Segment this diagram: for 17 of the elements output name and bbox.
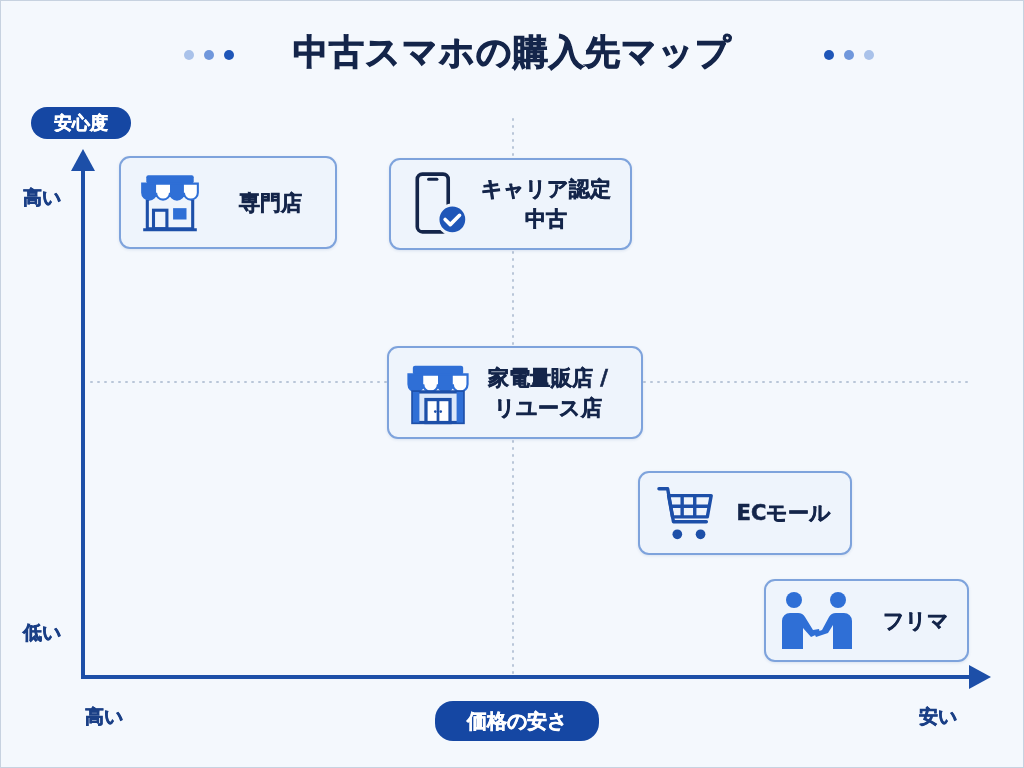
card-label: ECモール [735,500,833,527]
option-card [764,579,969,662]
axis-end-label: 安い [919,704,957,729]
option-card [387,346,643,439]
card-label: フリマ [882,607,950,635]
option-card [638,471,852,555]
card-label: キャリア認定中古 [480,176,612,233]
axis-end-label: 低い [23,620,61,645]
axis-end-label: 高い [23,185,61,210]
card-label: 家電量販店 / リユース店 [487,364,609,422]
title: 中古スマホの購入先マップ [292,31,732,74]
axis-title: 価格の安さ [435,701,599,741]
card-label: 専門店 [237,189,303,217]
axis-end-label: 高い [85,704,123,729]
axis-title: 安心度 [31,107,131,139]
option-card [389,158,632,250]
option-card [119,156,337,249]
